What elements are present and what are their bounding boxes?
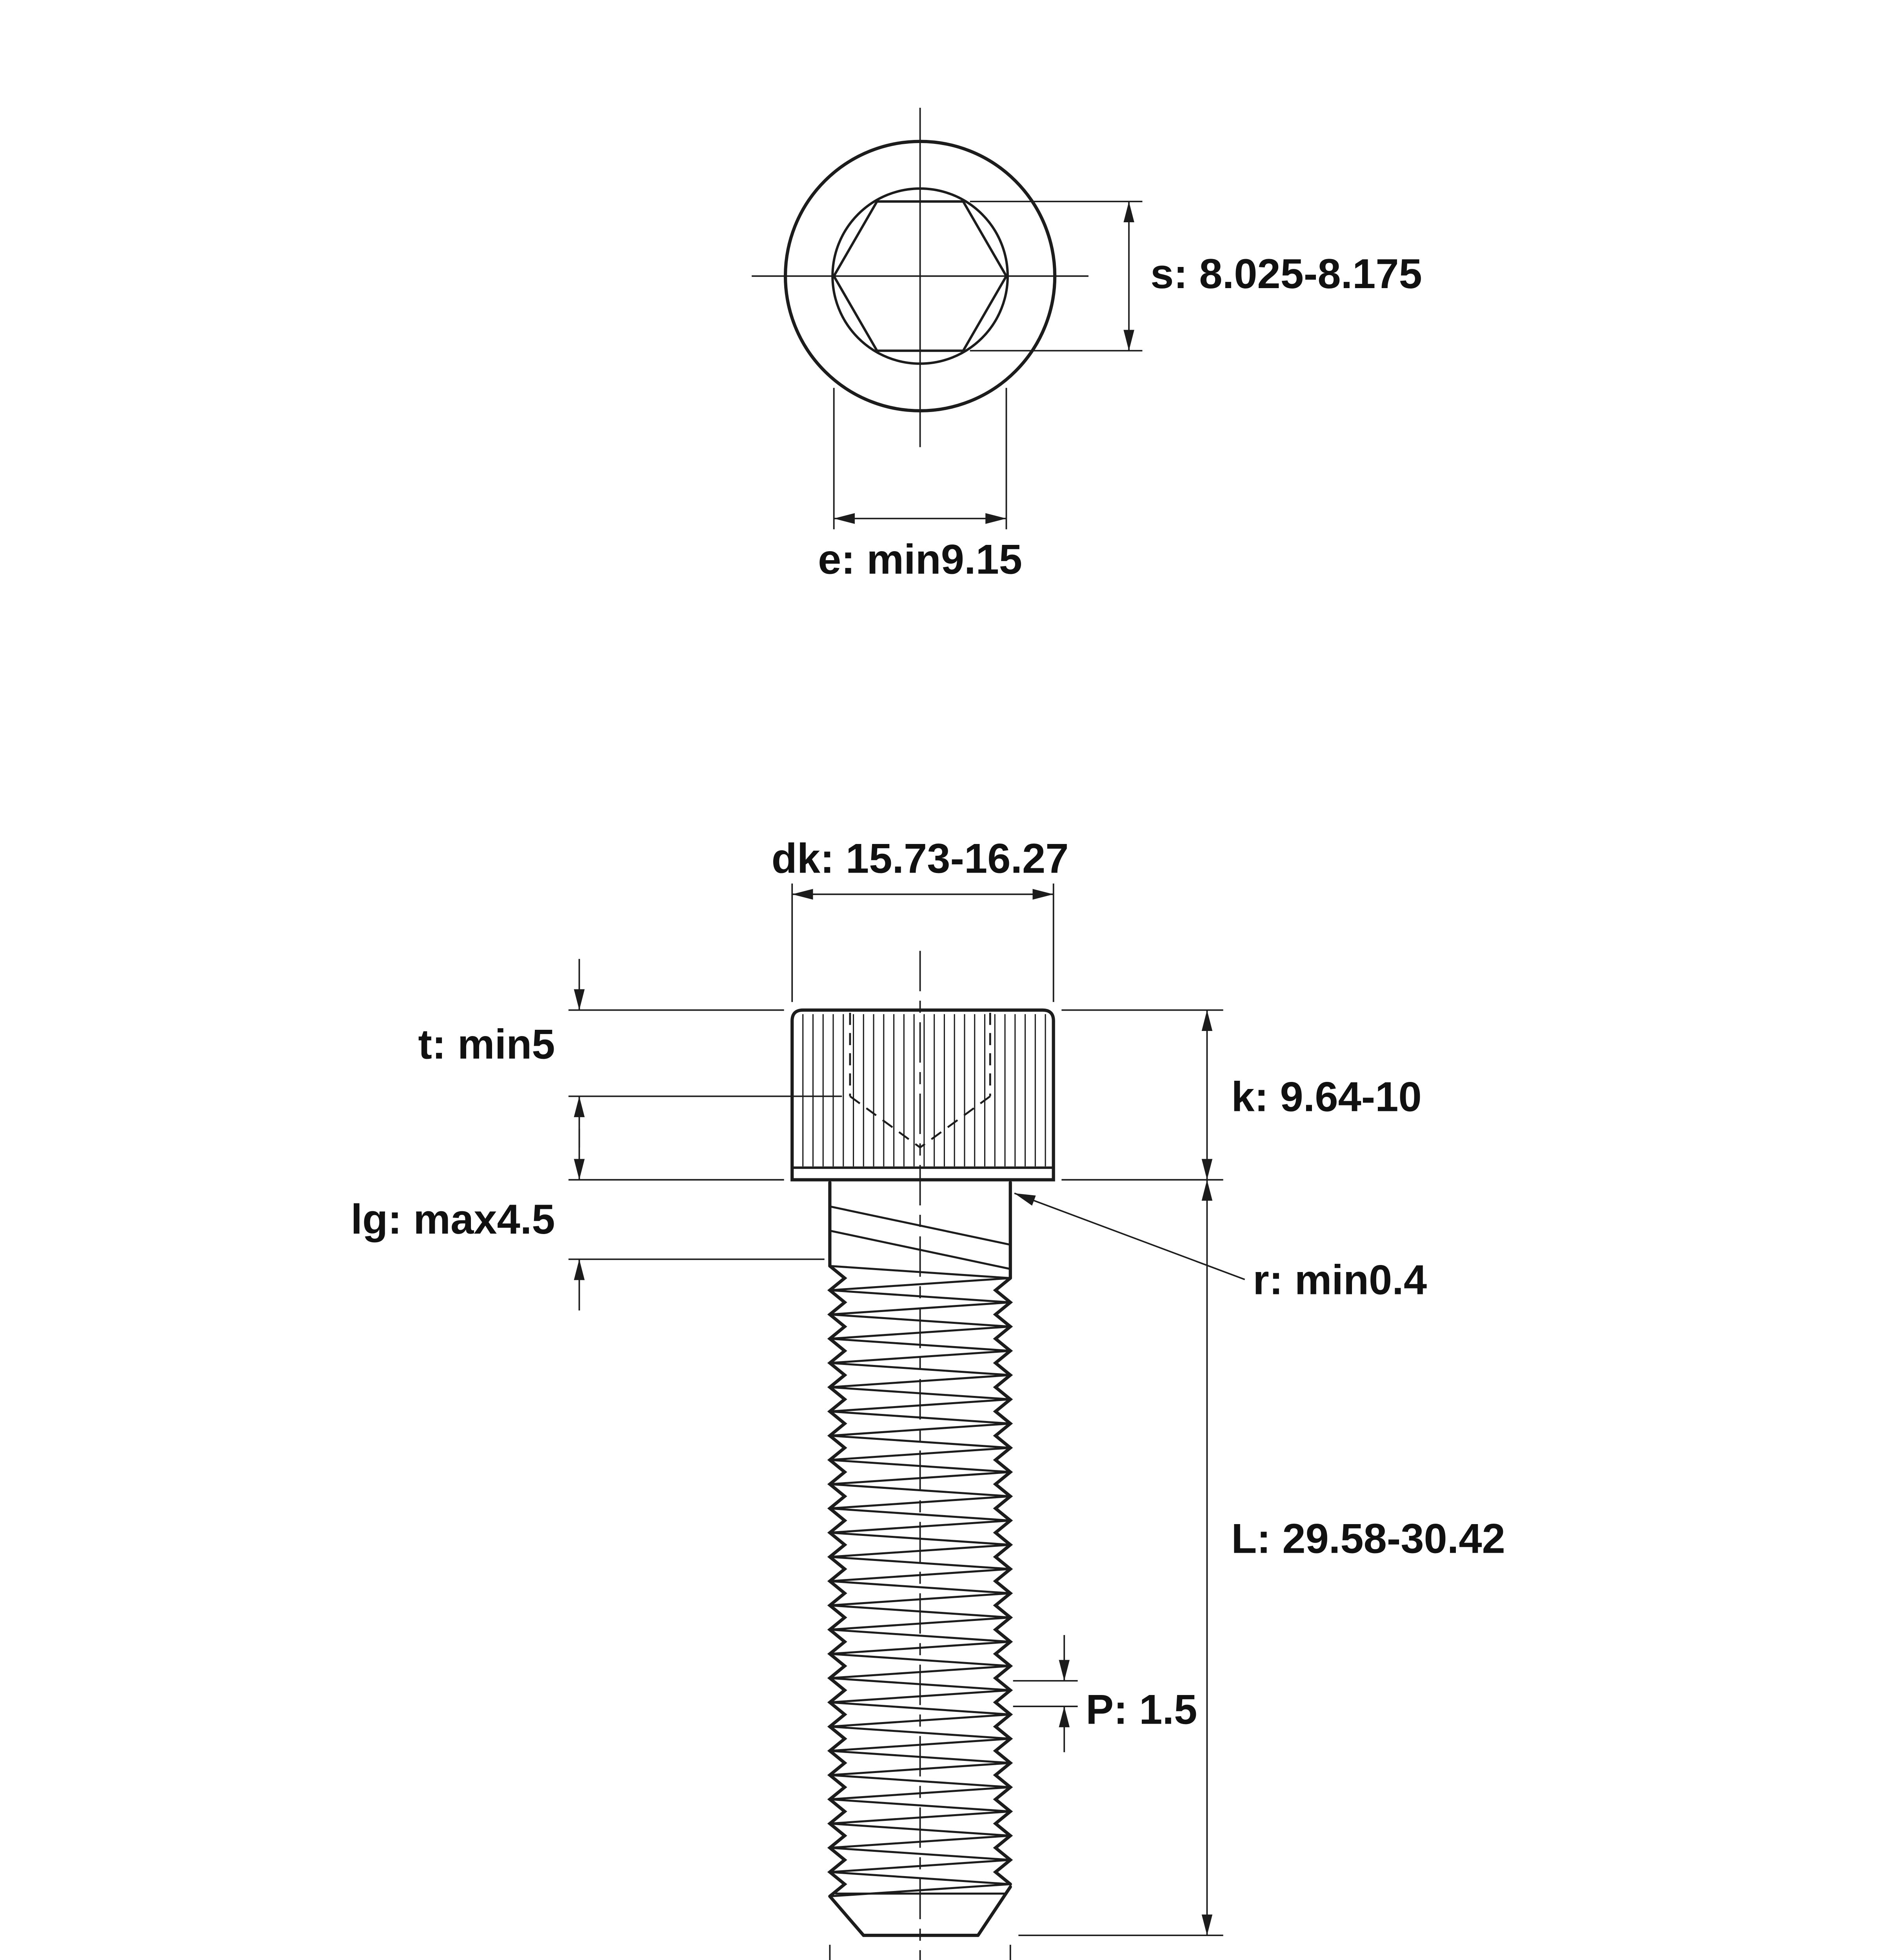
side-view: dk: 15.73-16.27 t: min5 lg: max4.5 k: 9.… <box>351 835 1505 1960</box>
dim-P: P: 1.5 <box>1013 1635 1197 1752</box>
dim-t: t: min5 <box>418 959 842 1148</box>
tip-chamfer-right <box>976 1885 1012 1937</box>
dim-r: r: min0.4 <box>1014 1192 1427 1303</box>
dim-label-s: s: 8.025-8.175 <box>1150 250 1422 297</box>
dim-label-lg: lg: max4.5 <box>351 1196 555 1243</box>
thread-left-profile <box>827 1264 847 1898</box>
dim-label-t: t: min5 <box>418 1021 555 1067</box>
thread-runout-1 <box>831 1205 1009 1246</box>
head-outer-circle <box>783 140 1057 413</box>
dim-L: L: 29.58-30.42 <box>1018 1180 1505 1936</box>
dim-label-dk: dk: 15.73-16.27 <box>772 835 1069 882</box>
dim-e: e: min9.15 <box>818 388 1022 583</box>
screw-head <box>790 1008 1055 1181</box>
knurl-lines <box>802 1014 1046 1167</box>
dim-label-r: r: min0.4 <box>1253 1257 1427 1303</box>
dim-s: s: 8.025-8.175 <box>970 201 1422 352</box>
thread-right-profile <box>993 1276 1013 1886</box>
head-outline <box>790 1008 1055 1181</box>
dim-label-P: P: 1.5 <box>1086 1686 1197 1733</box>
dim-label-e: e: min9.15 <box>818 536 1022 583</box>
dim-dk: dk: 15.73-16.27 <box>772 835 1069 1002</box>
hidden-socket <box>849 1013 991 1149</box>
top-view: s: 8.025-8.175 e: min9.15 <box>752 107 1422 583</box>
hex-socket-outline <box>832 200 1008 352</box>
dim-label-L: L: 29.58-30.42 <box>1231 1515 1505 1562</box>
dim-k: k: 9.64-10 <box>1061 1009 1422 1181</box>
tip-chamfer-left <box>828 1895 865 1937</box>
dim-thread: M10*1.5 <box>829 1945 1011 1960</box>
threaded-shank <box>827 1181 1013 1937</box>
thread-runout-2 <box>831 1230 1009 1270</box>
dim-lg: lg: max4.5 <box>351 1129 825 1310</box>
dim-label-k: k: 9.64-10 <box>1231 1073 1422 1120</box>
